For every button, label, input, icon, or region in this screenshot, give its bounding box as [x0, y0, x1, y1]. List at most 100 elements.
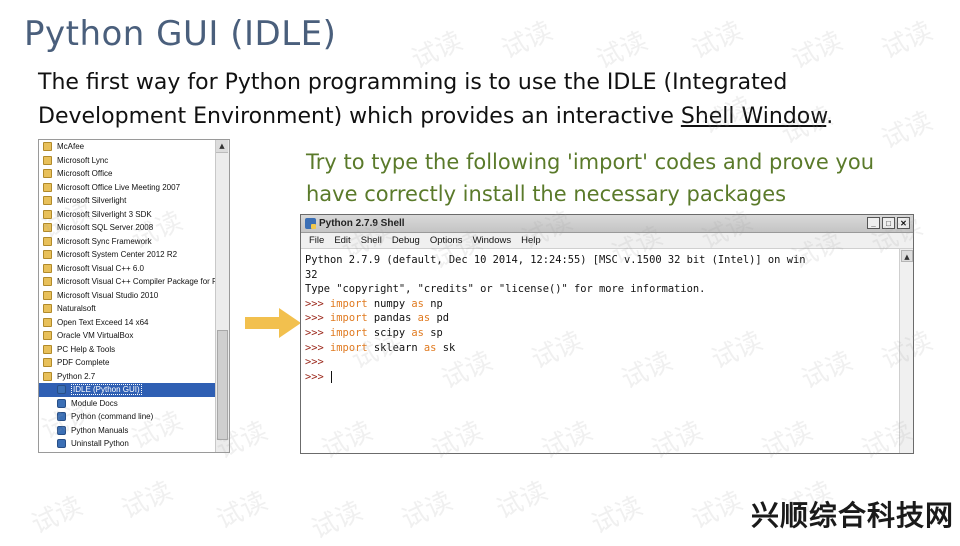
import-line: >>> import numpy as np: [305, 297, 895, 312]
menu-file[interactable]: File: [309, 235, 325, 246]
shell-window-link[interactable]: Shell Window: [680, 104, 827, 129]
watermark-text: 试读: [877, 16, 937, 66]
text-cursor: [331, 370, 333, 383]
empty-prompt-line: >>>: [305, 355, 895, 370]
watermark-text: 试读: [492, 476, 552, 526]
folder-icon: [43, 277, 52, 286]
start-menu-item[interactable]: Microsoft Silverlight: [39, 194, 216, 208]
menu-help[interactable]: Help: [521, 235, 541, 246]
folder-icon: [43, 331, 52, 340]
module-alias: np: [430, 297, 443, 310]
start-menu-item-label: Oracle VM VirtualBox: [57, 331, 134, 340]
module-name: pandas: [373, 312, 412, 325]
menu-shell[interactable]: Shell: [360, 235, 382, 246]
start-menu-item[interactable]: Microsoft Visual Studio 2010: [39, 289, 216, 303]
folder-icon: [43, 371, 52, 381]
folder-icon: [43, 182, 52, 192]
folder-icon: [43, 236, 52, 246]
python-icon: [57, 385, 66, 394]
import-keyword: import: [330, 341, 368, 354]
start-menu-item[interactable]: PC Help & Tools: [39, 343, 216, 357]
import-keyword: import: [330, 326, 368, 339]
prompt: >>>: [305, 297, 324, 310]
watermark-text: 试读: [497, 16, 557, 66]
start-menu-item[interactable]: Microsoft Visual C++ 6.0: [39, 262, 216, 276]
shell-text-area[interactable]: Python 2.7.9 (default, Dec 10 2014, 12:2…: [301, 249, 899, 453]
import-line: >>> import scipy as sp: [305, 326, 895, 341]
prompt: >>>: [305, 341, 324, 354]
start-menu-item[interactable]: Module Docs: [39, 397, 216, 411]
start-menu-item-label: Microsoft Silverlight: [57, 196, 127, 205]
menu-debug[interactable]: Debug: [391, 235, 420, 246]
menu-options[interactable]: Options: [429, 235, 463, 246]
start-menu-item-label: Microsoft SQL Server 2008: [57, 223, 154, 232]
start-menu-item[interactable]: Microsoft Office Live Meeting 2007: [39, 181, 216, 195]
scroll-up-icon[interactable]: ▲: [216, 140, 228, 153]
folder-icon: [43, 290, 52, 300]
start-menu-item[interactable]: Python (command line): [39, 410, 216, 424]
import-line: >>> import pandas as pd: [305, 311, 895, 326]
start-menu-item[interactable]: Uninstall Python: [39, 437, 216, 451]
maximize-button[interactable]: □: [882, 217, 895, 229]
close-button[interactable]: ✕: [897, 217, 910, 229]
minimize-button[interactable]: _: [867, 217, 880, 229]
banner-line: Type "copyright", "credits" or "license(…: [305, 283, 706, 296]
watermark-text: 试读: [397, 486, 457, 536]
import-line: >>> import sklearn as sk: [305, 341, 895, 356]
module-name: scipy: [373, 326, 406, 339]
scroll-thumb[interactable]: [217, 330, 228, 440]
banner-line: Python 2.7.9 (default, Dec 10 2014, 12:2…: [305, 254, 806, 266]
start-menu-scrollbar[interactable]: ▲: [215, 140, 229, 452]
start-menu-item[interactable]: IDLE (Python GUI): [39, 383, 216, 397]
start-menu-item-label: Python 2.7: [57, 371, 96, 381]
menu-windows[interactable]: Windows: [472, 235, 512, 246]
watermark-text: 试读: [687, 486, 747, 536]
start-menu-item-label: Microsoft Visual Studio 2010: [57, 290, 159, 300]
folder-icon: [43, 142, 52, 151]
folder-icon: [43, 209, 52, 219]
start-menu-item-label: Microsoft Visual C++ 6.0: [57, 263, 145, 273]
start-menu-item-label: PC Help & Tools: [57, 344, 116, 354]
start-menu-item-label: Microsoft Visual C++ Compiler Package fo…: [57, 277, 218, 286]
start-menu-item[interactable]: Oracle VM VirtualBox: [39, 329, 216, 343]
prompt: >>>: [305, 356, 324, 369]
window-controls: _ □ ✕: [867, 217, 910, 229]
as-keyword: as: [411, 326, 424, 339]
start-menu-item-label: Python Manuals: [71, 425, 129, 435]
start-menu-item[interactable]: Microsoft Visual C++ Compiler Package fo…: [39, 275, 218, 289]
shell-titlebar[interactable]: Python 2.7.9 Shell _ □ ✕: [301, 215, 913, 233]
prompt: >>>: [305, 370, 324, 383]
start-menu-item[interactable]: McAfee: [39, 140, 216, 154]
start-menu-item[interactable]: Microsoft Silverlight 3 SDK: [39, 208, 216, 222]
scroll-up-icon[interactable]: ▲: [901, 250, 913, 262]
intro-period: .: [826, 104, 834, 129]
start-menu-item[interactable]: Microsoft Sync Framework: [39, 235, 216, 249]
shell-scrollbar[interactable]: ▲: [899, 249, 913, 453]
folder-icon: [43, 196, 52, 205]
as-keyword: as: [417, 312, 431, 325]
start-menu-item[interactable]: Microsoft Lync: [39, 154, 216, 168]
import-keyword: import: [330, 297, 368, 310]
input-prompt-line[interactable]: >>>: [305, 370, 895, 385]
folder-icon: [43, 358, 52, 367]
site-watermark: 兴顺综合科技网: [750, 499, 954, 532]
as-keyword: as: [411, 297, 424, 310]
start-menu-item[interactable]: Python 2.7: [39, 370, 216, 384]
start-menu-item[interactable]: Microsoft SQL Server 2008: [39, 221, 216, 235]
instruction-text: Try to type the following 'import' codes…: [306, 150, 875, 206]
as-keyword: as: [423, 341, 437, 354]
idle-shell-window: Python 2.7.9 Shell _ □ ✕ File Edit Shell…: [300, 214, 914, 454]
start-menu-item[interactable]: Microsoft System Center 2012 R2: [39, 248, 216, 262]
start-menu-item[interactable]: Open Text Exceed 14 x64: [39, 316, 216, 330]
start-menu-item[interactable]: Python Manuals: [39, 424, 216, 438]
start-menu-item-label: Naturalsoft: [57, 304, 96, 313]
folder-icon: [43, 344, 52, 354]
watermark-text: 试读: [307, 496, 367, 546]
menu-edit[interactable]: Edit: [334, 235, 351, 246]
watermark-text: 试读: [212, 486, 272, 536]
start-menu-item[interactable]: Naturalsoft: [39, 302, 216, 316]
start-menu-item[interactable]: Microsoft Office: [39, 167, 216, 181]
start-menu-item[interactable]: PDF Complete: [39, 356, 216, 370]
